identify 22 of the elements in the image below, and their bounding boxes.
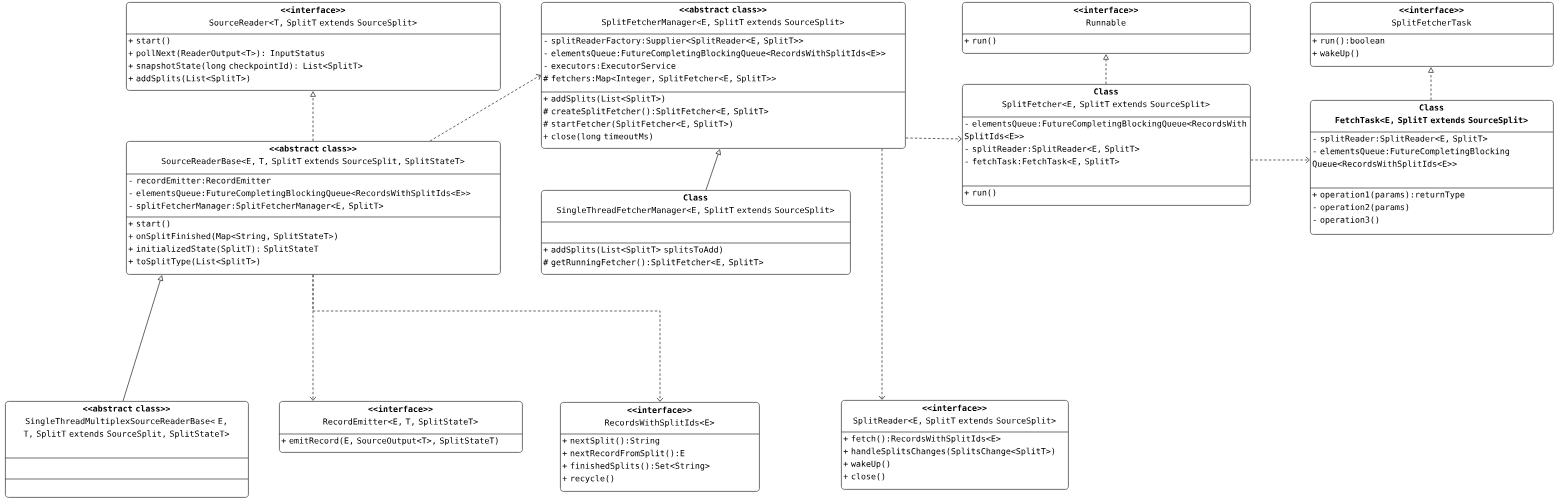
realization-arrow: [310, 91, 316, 142]
realization-arrow: [1428, 67, 1434, 101]
class-box: <<interface>> SourceReader<T, SplitT extends SourceSplit> + start() + pollNext(ReaderOutput<T>): InputStatus + snapshotState(long checkpointId): List<SplitT> + addSplits(List<SplitT>): [125, 2, 501, 91]
dependency-arrow: [1250, 156, 1310, 164]
class-box: <<interface>> Runnable + run(): [961, 2, 1251, 54]
class-box: Class SingleThreadFetcherManager<E, SplitT extends SourceSplit> + addSplits(List<SplitT> splitsToAdd) # getRunningFetcher():SplitFetcher<E, SplitT>: [540, 190, 851, 275]
class-box: <<interface>> RecordEmitter<E, T, SplitStateT> + emitRecord(E, SourceOutput<T>, SplitStateT): [278, 401, 523, 453]
class-box: <<interface>> RecordsWithSplitIds<E> + nextSplit():String + nextRecordFromSplit():E + finishedSplits():Set<String> + recycle(): [559, 402, 760, 492]
dependency-arrow: [905, 135, 962, 143]
class-box: Class SplitFetcher<E, SplitT extends SourceSplit> - elementsQueue:FutureCompletingBlockingQueue<RecordsWithSplitIds<E>> - splitReader:SplitReader<E, SplitT> - fetchTask:FetchTask<E, SplitT> + run(): [961, 84, 1251, 206]
class-box: <<interface>> SplitReader<E, SplitT extends SourceSplit> + fetch():RecordsWithSplitIds<E> + handleSplitsChanges(SplitsChange<SplitT>) + wakeUp() + close(): [840, 400, 1069, 490]
class-box: <<abstract class>> SourceReaderBase<E, T, SplitT extends SourceSplit, SplitStateT> - recordEmitter:RecordEmitter - elementsQueue:FutureCompletingBlockingQueue<RecordsWithSplitIds<E>> - splitFetcherManager:SplitFetcherManager<E, SplitT> + start() + onSplitFinished(Map<String, SplitStateT>) + initializedState(SplitT): SplitStateT + toSplitType(List<SplitT>): [125, 141, 501, 275]
realization-arrow: [1103, 54, 1109, 85]
class-box: <<abstract class>> SingleThreadMultiplexSourceReaderBase< E, T, SplitT extends SourceSplit, SplitStateT>: [4, 401, 249, 498]
realization-arrow: [705, 149, 721, 191]
dependency-arrow: [878, 148, 886, 400]
class-box: Class FetchTask<E, SplitT extends SourceSplit> - splitReader:SplitReader<E, SplitT> - elementsQueue:FutureCompletingBlockingQueue<RecordsWithSplitIds<E>> + operation1(params):returnType - operation2(params) - operation3(): [1309, 100, 1554, 235]
dependency-arrow: [429, 74, 541, 142]
class-box: <<interface>> SplitFetcherTask + run():boolean + wakeUp(): [1309, 2, 1554, 67]
class-box: <<abstract class>> SplitFetcherManager<E, SplitT extends SourceSplit> - splitReaderFactory:Supplier<SplitReader<E, SplitT>> - elementsQueue:FutureCompletingBlockingQueue<RecordsWithSplitIds<E>> - executors:ExecutorService # fetchers:Map<Integer, SplitFetcher<E, SplitT>> + addSplits(List<SplitT>) # createSplitFetcher():SplitFetcher<E, SplitT> # startFetcher(SplitFetcher<E, SplitT>) + close(long timeoutMs): [540, 2, 906, 149]
dependency-arrow: [312, 274, 664, 402]
realization-arrow: [122, 275, 164, 402]
